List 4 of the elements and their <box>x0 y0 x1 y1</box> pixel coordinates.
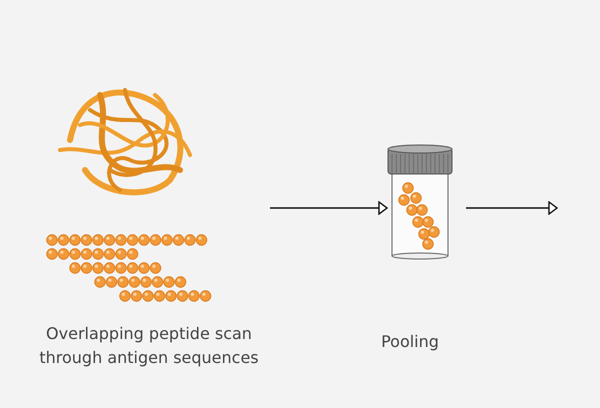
step-label: Pooling <box>380 331 440 353</box>
step-label: Overlapping peptide scan through antigen sequences <box>38 323 260 369</box>
arrow <box>270 201 388 215</box>
arrow <box>466 201 558 215</box>
